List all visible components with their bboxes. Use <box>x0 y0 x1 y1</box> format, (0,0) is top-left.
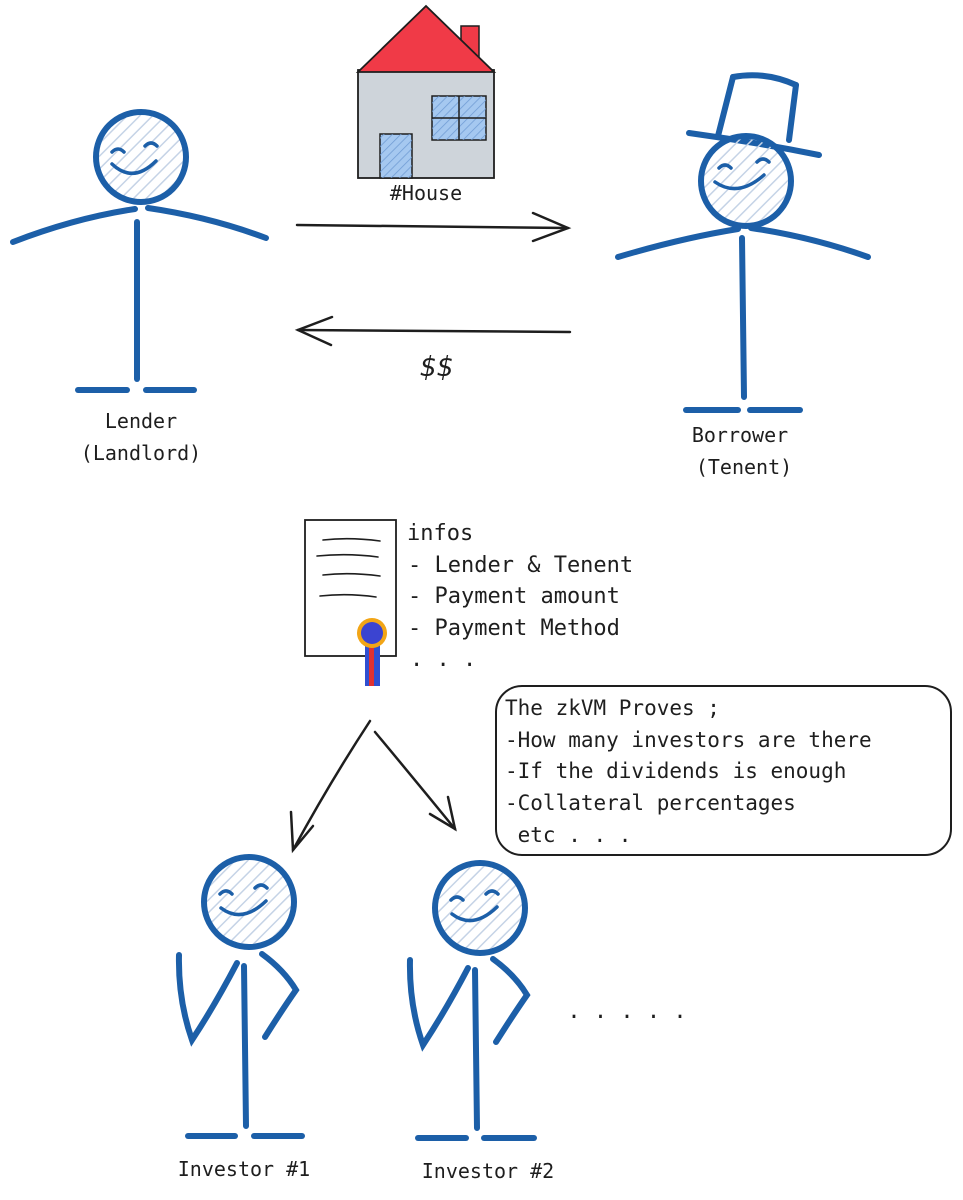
investor-face <box>218 883 269 917</box>
payment-label: $$ <box>420 350 454 383</box>
split-arrow-left <box>289 719 372 854</box>
investor-head <box>432 860 528 956</box>
contract-item: . . . <box>410 647 476 672</box>
payment-arrow <box>294 315 572 347</box>
borrower-head <box>698 133 794 229</box>
investor-head <box>201 854 297 950</box>
contract-item: - Payment Method <box>408 616 620 641</box>
borrower-name: Borrower <box>692 423 788 447</box>
note-line: etc . . . <box>505 823 631 847</box>
more-investors-ellipsis: . . . . . <box>567 999 686 1024</box>
lender-figure <box>10 109 269 393</box>
contract-heading: infos <box>407 521 473 546</box>
lender-name: Lender <box>105 409 177 433</box>
house-window <box>431 95 487 141</box>
contract-document-icon <box>304 519 397 686</box>
investor-2-figure <box>406 860 537 1141</box>
contract-item: - Payment amount <box>408 584 620 609</box>
investor-1-label: Investor #1 <box>178 1157 310 1181</box>
contract-item: - Lender & Tenent <box>408 553 633 578</box>
house-transfer-arrow <box>295 211 572 243</box>
house-label: #House <box>390 181 462 205</box>
lender-role: (Landlord) <box>81 441 201 465</box>
house-roof <box>355 4 497 73</box>
house-door <box>379 133 413 179</box>
note-line: -Collateral percentages <box>505 791 796 815</box>
seal-icon <box>357 618 387 686</box>
investor-1-figure <box>175 854 305 1139</box>
house-icon <box>355 4 497 179</box>
borrower-face <box>713 157 771 191</box>
investor-2-label: Investor #2 <box>422 1159 554 1183</box>
note-line: -If the dividends is enough <box>505 759 846 783</box>
zkvm-note-box <box>495 685 952 856</box>
split-arrow-right <box>373 730 457 832</box>
note-line: The zkVM Proves ; <box>505 696 720 720</box>
borrower-role: (Tenent) <box>696 455 792 479</box>
lender-head <box>93 109 189 205</box>
borrower-figure <box>615 72 871 413</box>
investor-face <box>449 889 500 923</box>
note-line: -How many investors are there <box>505 728 872 752</box>
lender-face <box>110 141 159 175</box>
